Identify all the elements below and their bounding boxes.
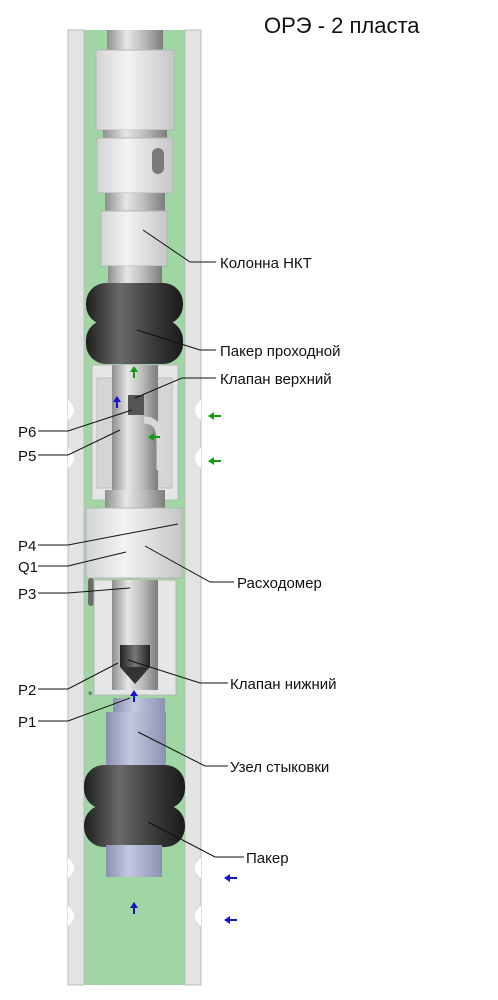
arrow-up-green-icon	[130, 366, 138, 378]
arrow-up-blue-icon	[130, 690, 138, 702]
label-p2: P2	[18, 682, 36, 699]
arrow-left-blue-icon	[224, 874, 237, 882]
flowmeter-body	[85, 507, 183, 606]
point-leaders	[38, 409, 179, 722]
packer-lower	[84, 765, 185, 877]
label-p3: P3	[18, 586, 36, 603]
label-nkt: Колонна НКТ	[220, 255, 312, 272]
label-packer: Пакер	[246, 850, 289, 867]
arrow-left-green-icon	[208, 457, 221, 465]
svg-text:ᐤ: ᐤ	[88, 690, 92, 702]
packer-pass-through	[86, 283, 183, 364]
arrow-left-green-icon	[208, 412, 221, 420]
arrow-up-blue-icon	[113, 396, 121, 408]
label-packer-pass: Пакер проходной	[220, 343, 340, 360]
label-p6: P6	[18, 424, 36, 441]
flow-arrows	[113, 366, 237, 924]
label-q1: Q1	[18, 559, 38, 576]
label-valve-upper: Клапан верхний	[220, 371, 332, 388]
lower-valve-housing: ᐤ	[88, 579, 177, 702]
label-p1: P1	[18, 714, 36, 731]
arrow-left-blue-icon	[224, 916, 237, 924]
upper-valve-housing	[91, 364, 179, 508]
page-title: ОРЭ - 2 пласта	[264, 13, 420, 38]
docking-unit	[106, 698, 166, 770]
label-valve-lower: Клапан нижний	[230, 676, 337, 693]
arrow-left-green-icon	[148, 433, 160, 441]
tubing-nkt	[95, 30, 175, 286]
arrow-up-blue-icon	[130, 902, 138, 914]
label-docking: Узел стыковки	[230, 759, 329, 776]
label-flowmeter: Расходомер	[237, 575, 322, 592]
leader-lines	[127, 229, 244, 858]
label-p4: P4	[18, 538, 36, 555]
label-p5: P5	[18, 448, 36, 465]
casing	[67, 29, 202, 986]
